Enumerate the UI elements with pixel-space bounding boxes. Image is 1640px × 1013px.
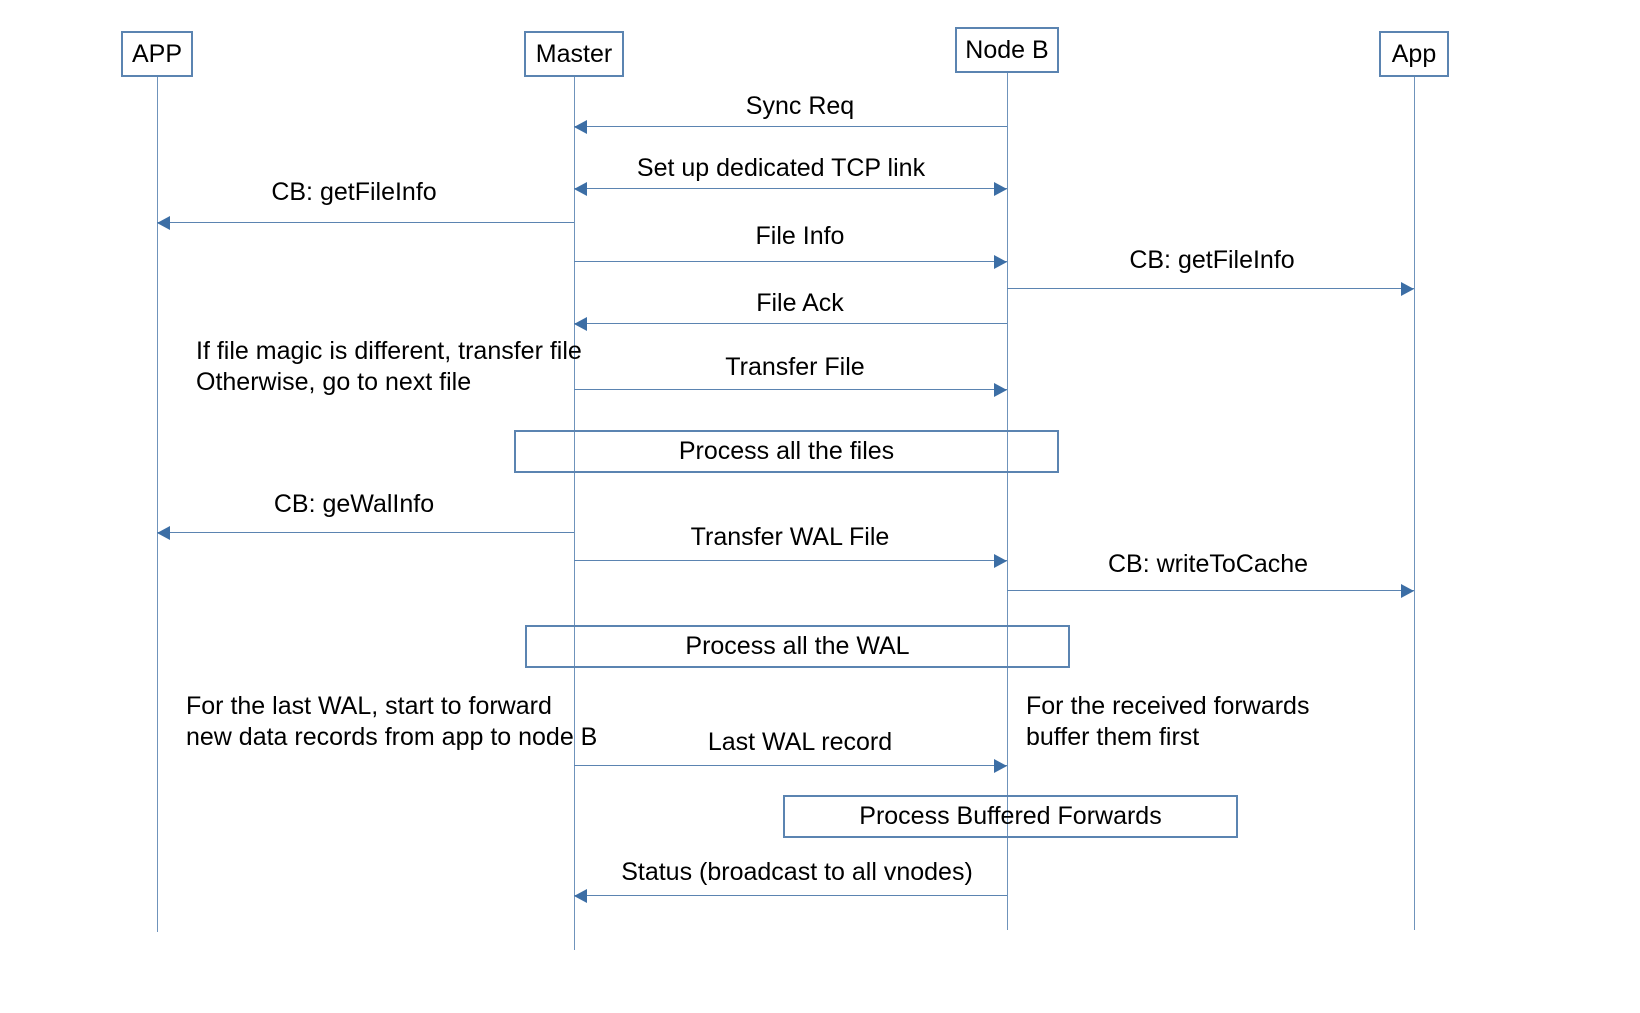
process-box-label-process_buffered: Process Buffered Forwards (859, 802, 1162, 830)
arrow-head-left-icon (574, 888, 587, 903)
message-line-transfer_file (574, 389, 1007, 390)
lifeline-node_b (1007, 73, 1008, 930)
lifeline-header-master[interactable]: Master (524, 31, 624, 77)
process-box-process_files[interactable]: Process all the files (514, 430, 1059, 473)
lifeline-label-master: Master (535, 39, 613, 68)
message-line-transfer_wal (574, 560, 1007, 561)
message-line-file_info (574, 261, 1007, 262)
message-label-file_info: File Info (755, 222, 845, 250)
message-label-cb_writetocache: CB: writeToCache (1107, 550, 1309, 578)
message-line-tcp_link (574, 188, 1007, 189)
message-label-file_ack: File Ack (756, 289, 844, 317)
note-note_buffer: For the received forwards buffer them fi… (1026, 692, 1310, 751)
arrow-head-right-icon (1401, 281, 1414, 296)
message-label-last_wal: Last WAL record (707, 728, 893, 756)
arrow-head-right-icon (994, 553, 1007, 568)
message-line-cb_getfileinfo_left (157, 222, 574, 223)
message-line-file_ack (574, 323, 1007, 324)
message-line-last_wal (574, 765, 1007, 766)
process-box-label-process_files: Process all the files (678, 437, 895, 465)
process-box-process_buffered[interactable]: Process Buffered Forwards (783, 795, 1238, 838)
process-box-process_wal[interactable]: Process all the WAL (525, 625, 1070, 668)
arrow-head-left-icon (574, 181, 587, 196)
arrow-head-left-icon (157, 525, 170, 540)
lifeline-app_right (1414, 77, 1415, 930)
arrow-head-left-icon (574, 119, 587, 134)
message-label-status: Status (broadcast to all vnodes) (621, 858, 973, 886)
message-line-cb_getfileinfo_right (1007, 288, 1414, 289)
lifeline-header-app_right[interactable]: App (1379, 31, 1449, 77)
message-label-cb_getfileinfo_left: CB: getFileInfo (271, 178, 437, 206)
process-box-label-process_wal: Process all the WAL (685, 632, 910, 660)
arrow-head-right-icon (1401, 583, 1414, 598)
arrow-head-left-icon (157, 215, 170, 230)
arrow-head-right-icon (994, 254, 1007, 269)
arrow-head-right-icon (994, 181, 1007, 196)
message-line-status (574, 895, 1007, 896)
lifeline-header-app_left[interactable]: APP (121, 31, 193, 77)
message-label-cb_gewalinfo: CB: geWalInfo (273, 490, 435, 518)
lifeline-label-app_left: APP (131, 39, 183, 68)
lifeline-label-node_b: Node B (965, 35, 1049, 64)
message-label-tcp_link: Set up dedicated TCP link (636, 154, 926, 182)
message-label-transfer_file: Transfer File (725, 353, 865, 381)
arrow-head-right-icon (994, 758, 1007, 773)
lifeline-header-node_b[interactable]: Node B (955, 27, 1059, 73)
arrow-head-right-icon (994, 382, 1007, 397)
note-note_last_wal: For the last WAL, start to forward new d… (186, 692, 598, 751)
message-label-sync_req: Sync Req (745, 92, 855, 120)
arrow-head-left-icon (574, 316, 587, 331)
message-label-transfer_wal: Transfer WAL File (690, 523, 890, 551)
lifeline-master (574, 77, 575, 950)
lifeline-app_left (157, 77, 158, 932)
message-line-cb_writetocache (1007, 590, 1414, 591)
message-label-cb_getfileinfo_right: CB: getFileInfo (1129, 246, 1295, 274)
message-line-cb_gewalinfo (157, 532, 574, 533)
message-line-sync_req (574, 126, 1007, 127)
note-note_file_magic: If file magic is different, transfer fil… (196, 337, 582, 396)
lifeline-label-app_right: App (1391, 39, 1437, 68)
